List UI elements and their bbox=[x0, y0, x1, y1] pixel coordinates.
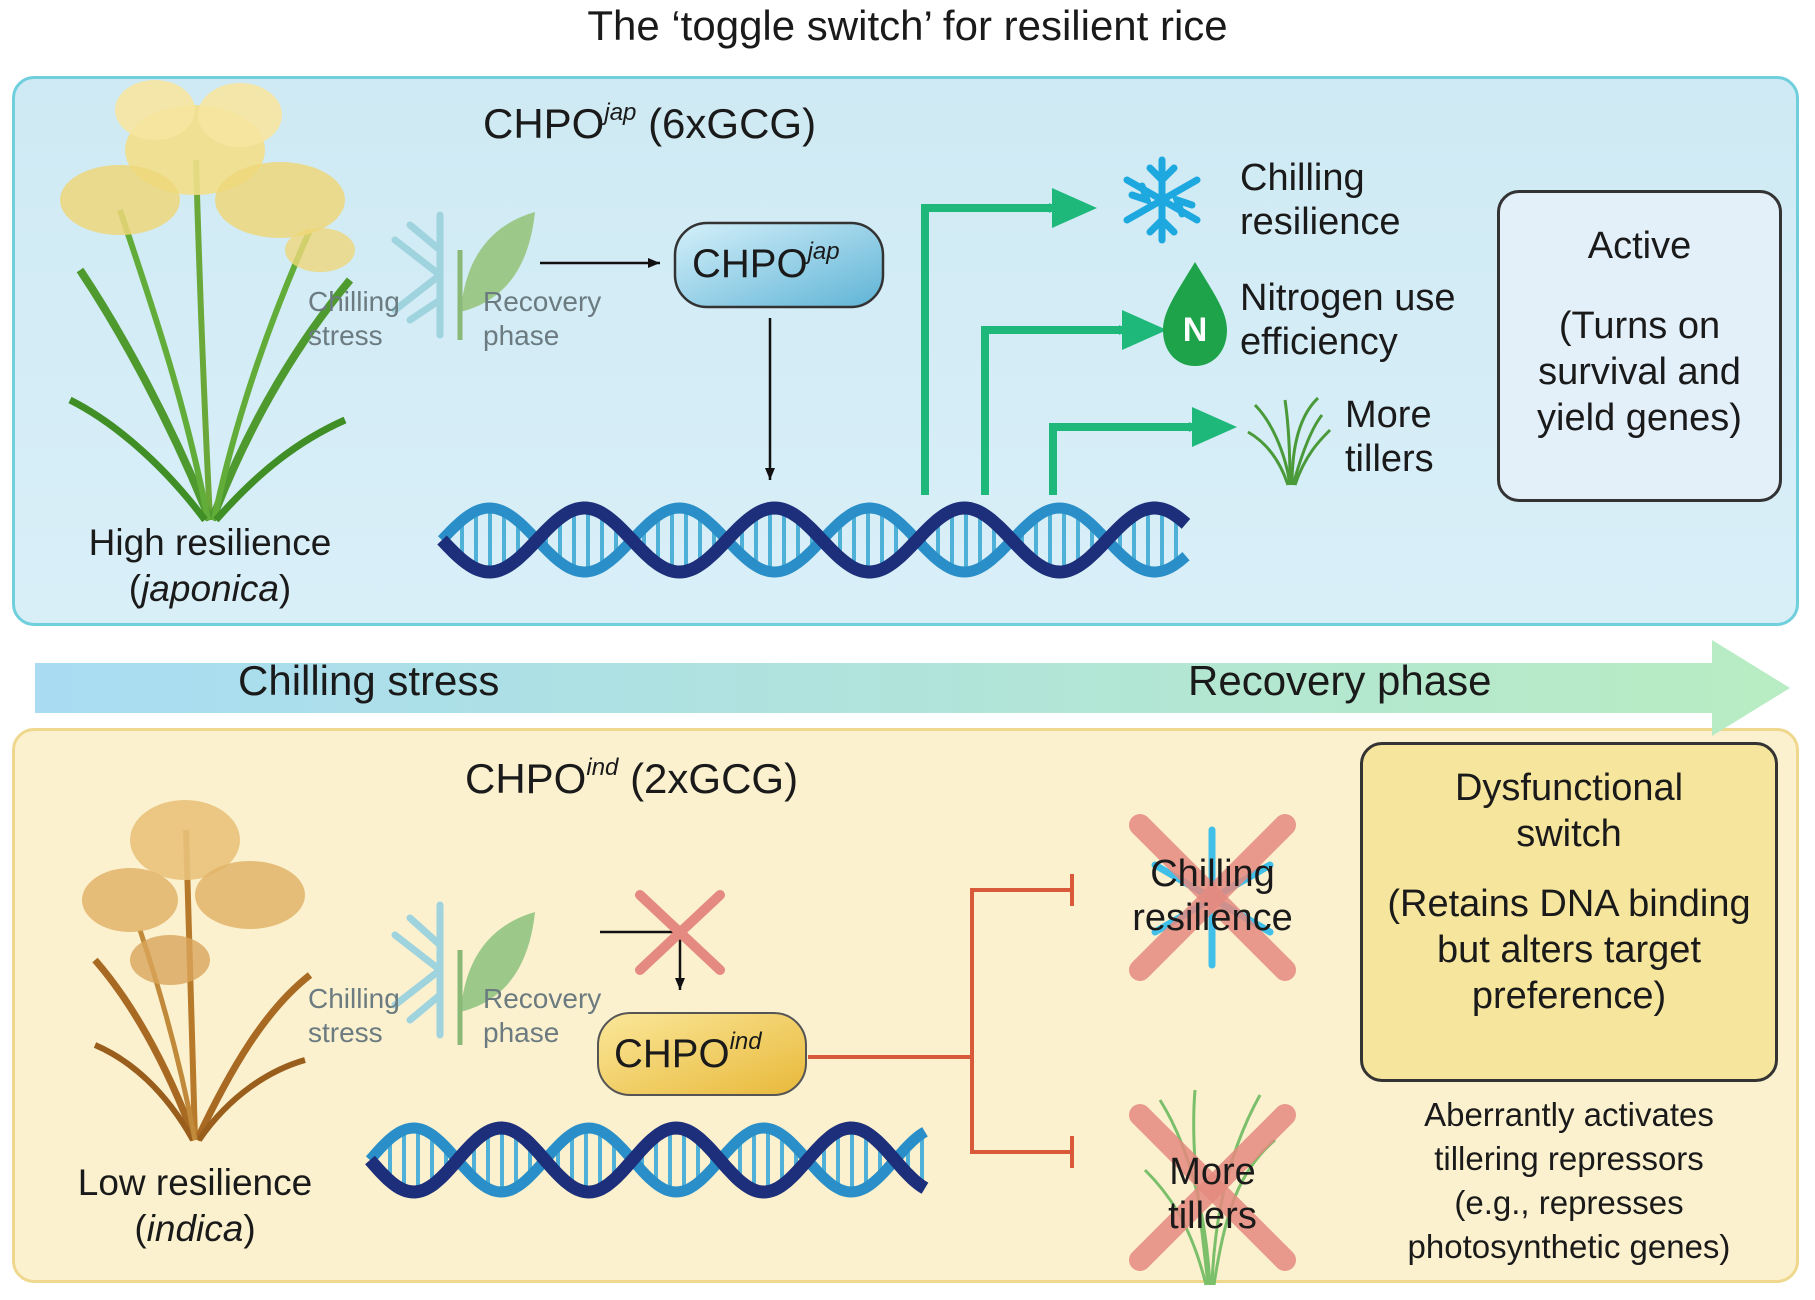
outcome-line: More bbox=[1345, 394, 1432, 436]
status-line: survival and bbox=[1538, 351, 1741, 393]
protein-name: CHPO bbox=[614, 1032, 730, 1076]
heading-protein: CHPO bbox=[465, 755, 587, 802]
resilience-level: High resilience bbox=[88, 522, 332, 563]
status-title: switch bbox=[1516, 813, 1622, 855]
heading-allele: jap bbox=[604, 99, 637, 126]
status-line: preference) bbox=[1471, 975, 1667, 1017]
status-title: Dysfunctional bbox=[1454, 767, 1684, 809]
note-line: photosynthetic genes) bbox=[1407, 1228, 1731, 1265]
stress-word: stress bbox=[308, 1017, 383, 1048]
dna-strand bbox=[365, 1122, 928, 1198]
status-line: (Turns on bbox=[1558, 305, 1721, 347]
phase-word: phase bbox=[483, 1017, 560, 1048]
blocked-more-tillers: More tillers bbox=[1120, 1150, 1305, 1238]
stress-to-recovery-arrow bbox=[35, 640, 1790, 736]
chpo-jap-label: CHPOjap bbox=[692, 240, 840, 288]
blocked-chilling-resilience: Chilling resilience bbox=[1120, 852, 1305, 940]
dysfunctional-status-box: Dysfunctional switch (Retains DNA bindin… bbox=[1360, 742, 1778, 1082]
band-recovery-phase: Recovery phase bbox=[1188, 657, 1492, 704]
protein-allele: jap bbox=[807, 238, 840, 265]
dna-helix-bottom-icon bbox=[365, 1121, 929, 1199]
figure-title: The ‘toggle switch’ for resilient rice bbox=[587, 2, 1228, 49]
recovery-word: Recovery bbox=[483, 983, 602, 1014]
nitrogen-drop-icon bbox=[1163, 262, 1227, 366]
outcome-line: resilience bbox=[1132, 897, 1293, 939]
note-line: tillering repressors bbox=[1434, 1140, 1704, 1177]
indica-heading: CHPOind (2xGCG) bbox=[465, 755, 798, 803]
outcome-nitrogen-efficiency: Nitrogen use efficiency bbox=[1240, 276, 1455, 364]
status-line: yield genes) bbox=[1537, 397, 1742, 439]
status-line: (Retains DNA binding bbox=[1387, 883, 1751, 925]
japonica-heading: CHPOjap (6xGCG) bbox=[483, 100, 816, 148]
chilling-word: Chilling bbox=[308, 286, 400, 317]
subspecies-name: japonica bbox=[141, 568, 279, 609]
outcome-line: More bbox=[1169, 1151, 1256, 1193]
heading-motif: (2xGCG) bbox=[630, 755, 799, 802]
outcome-line: resilience bbox=[1240, 201, 1401, 243]
phase-word: phase bbox=[483, 320, 560, 351]
status-line: but alters target bbox=[1436, 929, 1702, 971]
note-line: (e.g., represses bbox=[1454, 1184, 1684, 1221]
dna-strand bbox=[365, 1121, 929, 1199]
protein-allele: ind bbox=[729, 1028, 762, 1055]
nitrogen-letter: N bbox=[1182, 311, 1208, 349]
note-line: Aberrantly activates bbox=[1424, 1096, 1714, 1133]
heading-allele: ind bbox=[586, 754, 619, 781]
repression-lines bbox=[808, 874, 1074, 1168]
recovery-phase-label: Recovery phase bbox=[483, 285, 601, 353]
tiller-plant-icon bbox=[1247, 396, 1332, 486]
dna-helix-top-icon bbox=[437, 501, 1191, 579]
indica-rice-plant-icon bbox=[82, 800, 313, 1142]
blocked-induction-arrow bbox=[600, 890, 725, 990]
chpo-jap-protein bbox=[673, 221, 885, 309]
resilience-level: Low resilience bbox=[77, 1162, 313, 1203]
chilling-word: Chilling bbox=[308, 983, 400, 1014]
activation-arrowheads bbox=[1052, 188, 1237, 447]
outcome-line: Chilling bbox=[1150, 853, 1275, 895]
stress-recovery-icon-bottom bbox=[391, 901, 535, 1045]
blocked-tiller-icon bbox=[1129, 1089, 1296, 1286]
indica-label: Low resilience (indica) bbox=[45, 1160, 345, 1252]
japonica-label: High resilience (japonica) bbox=[50, 520, 370, 612]
blocked-snowflake-icon bbox=[1129, 814, 1296, 981]
japonica-rice-plant-icon bbox=[60, 80, 355, 523]
heading-motif: (6xGCG) bbox=[648, 100, 817, 147]
chpo-ind-protein bbox=[597, 1012, 807, 1096]
chpo-ind-label: CHPOind bbox=[614, 1030, 762, 1078]
outcome-more-tillers: More tillers bbox=[1345, 393, 1434, 481]
outcome-chilling-resilience: Chilling resilience bbox=[1240, 156, 1401, 244]
outcome-line: tillers bbox=[1345, 438, 1434, 480]
active-status-box: Active (Turns on survival and yield gene… bbox=[1497, 190, 1782, 502]
activation-arrows bbox=[921, 203, 1199, 495]
status-title: Active bbox=[1587, 225, 1692, 267]
chilling-stress-label-bottom: Chilling stress bbox=[308, 982, 400, 1050]
dna-strand bbox=[437, 502, 1190, 578]
chilling-stress-label: Chilling stress bbox=[308, 285, 400, 353]
outcome-line: Nitrogen use bbox=[1240, 277, 1456, 319]
recovery-word: Recovery bbox=[483, 286, 602, 317]
outcome-line: Chilling bbox=[1240, 157, 1365, 199]
band-chilling-stress: Chilling stress bbox=[238, 657, 500, 704]
outcome-line: efficiency bbox=[1240, 321, 1398, 363]
outcome-line: tillers bbox=[1168, 1195, 1257, 1237]
dna-strand bbox=[437, 501, 1191, 579]
recovery-phase-label-bottom: Recovery phase bbox=[483, 982, 601, 1050]
stress-recovery-icon bbox=[391, 211, 535, 340]
aberrant-activation-note: Aberrantly activates tillering repressor… bbox=[1360, 1093, 1778, 1269]
subspecies-name: indica bbox=[146, 1208, 244, 1249]
snowflake-icon bbox=[1123, 156, 1201, 244]
stress-word: stress bbox=[308, 320, 383, 351]
protein-name: CHPO bbox=[692, 242, 808, 286]
heading-protein: CHPO bbox=[483, 100, 605, 147]
